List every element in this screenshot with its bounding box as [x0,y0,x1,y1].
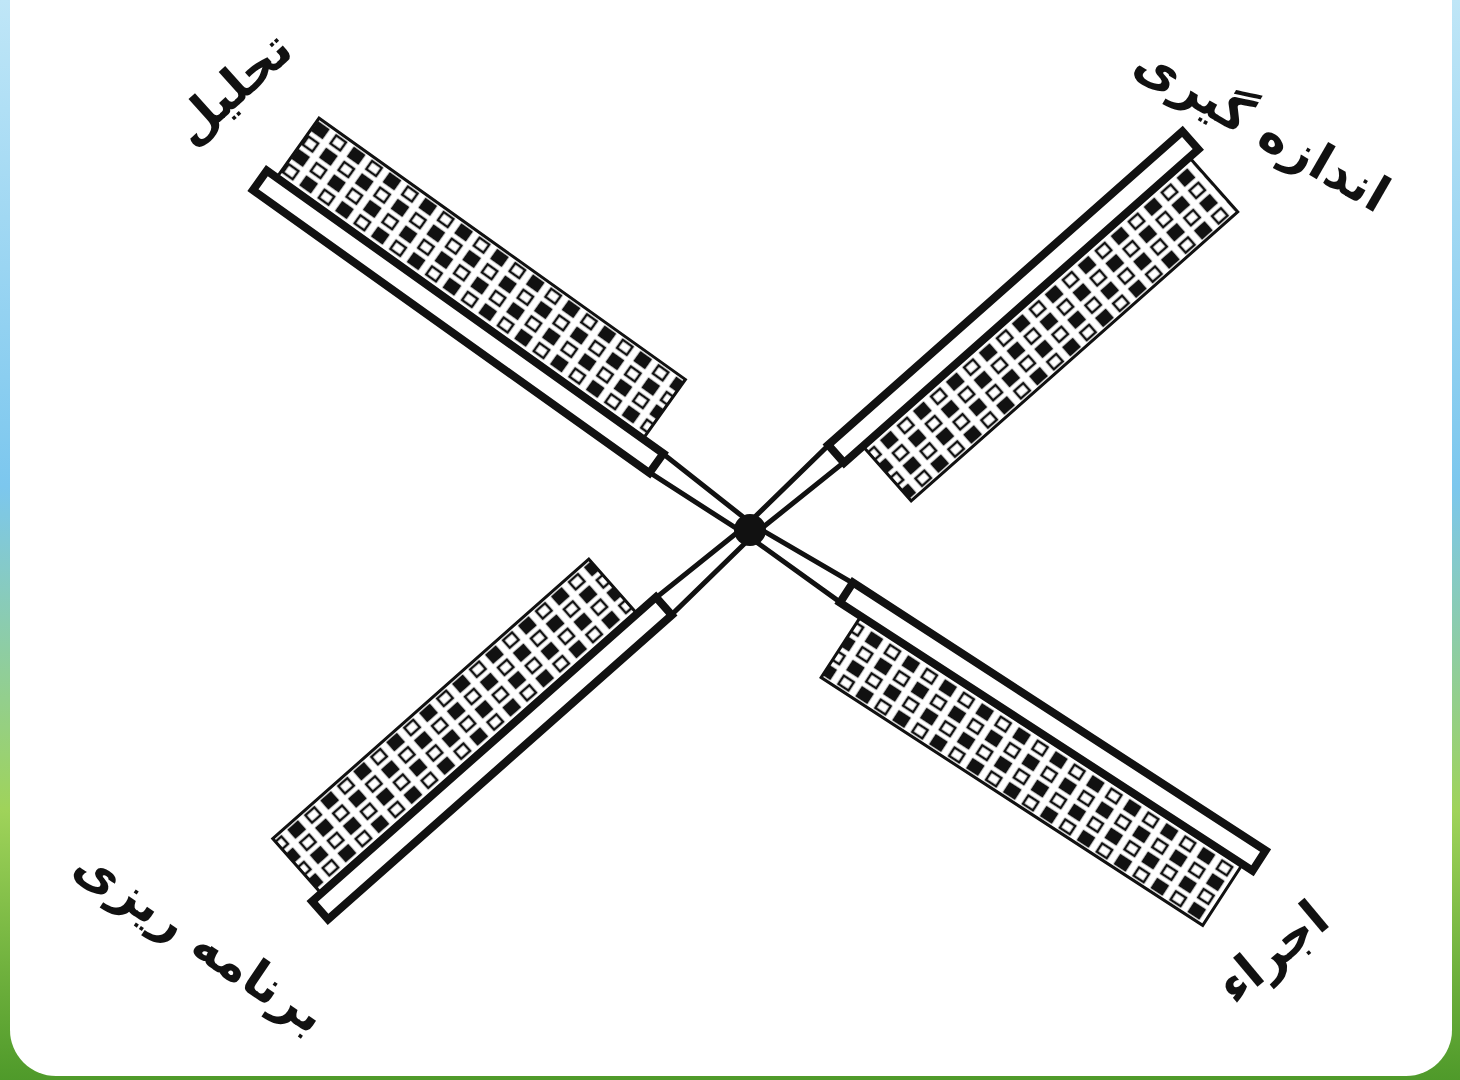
blade [264,466,758,919]
blade [253,111,799,540]
blade [704,520,1266,932]
blade [742,131,1247,593]
hub [734,514,766,546]
